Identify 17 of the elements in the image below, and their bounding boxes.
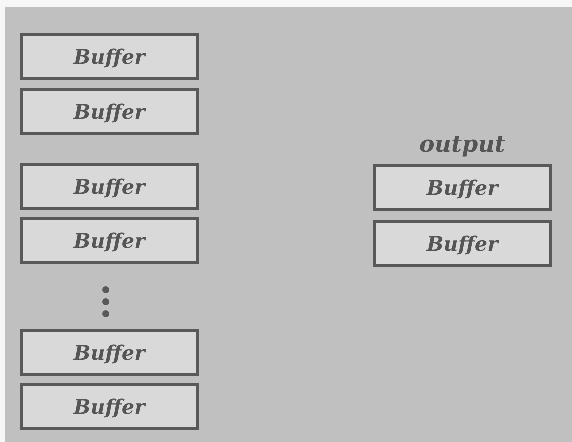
buffer-box xyxy=(373,164,552,211)
buffer-box xyxy=(20,33,199,80)
buffer-box xyxy=(373,220,552,267)
group-heading: output xyxy=(418,131,507,158)
box-label: Buffer xyxy=(74,394,146,418)
buffer-box xyxy=(20,329,199,376)
box-label: Buffer xyxy=(426,232,498,256)
buffer-box xyxy=(20,217,199,264)
buffer-box xyxy=(20,383,199,430)
box-label: Buffer xyxy=(74,44,146,68)
buffer-box xyxy=(20,88,199,135)
box-label: Buffer xyxy=(74,174,146,198)
box-label: Buffer xyxy=(74,228,146,252)
box-label: Buffer xyxy=(426,176,498,200)
buffer-box xyxy=(20,163,199,210)
box-label: Buffer xyxy=(74,340,146,364)
box-label: Buffer xyxy=(74,100,146,124)
